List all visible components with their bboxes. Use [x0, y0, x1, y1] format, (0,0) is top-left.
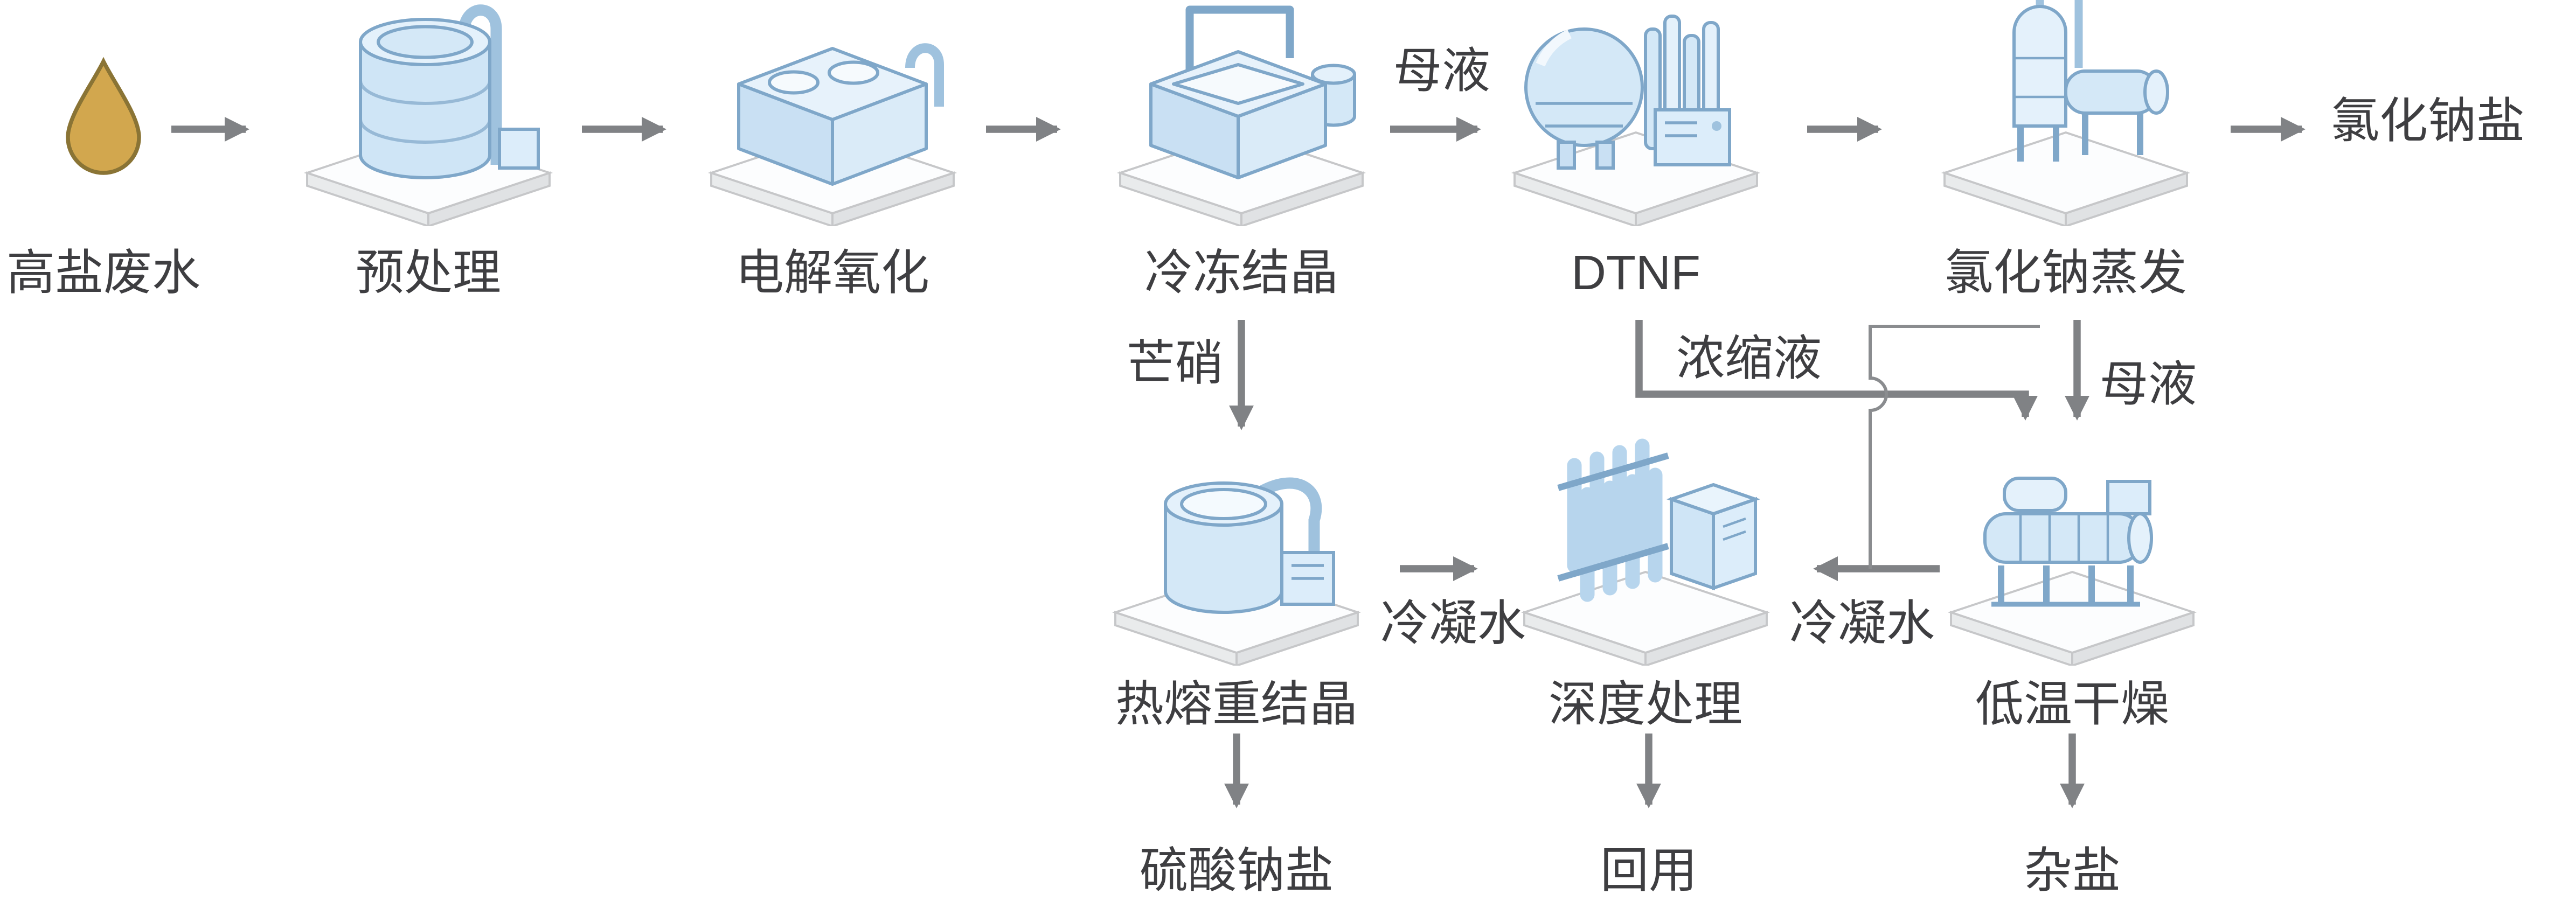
low-temp-drying-label: 低温干燥 [1975, 679, 2169, 732]
node-dtnf: DTNF [1490, 0, 1781, 323]
dtnf-membrane-unit-icon [1513, 15, 1758, 226]
edge-label-condensate-right: 冷凝水 [1789, 598, 1935, 651]
electro-oxidation-cell-icon [710, 43, 955, 226]
nacl-evaporation-label: 氯化钠蒸发 [1945, 247, 2187, 301]
deep-treatment-label: 深度处理 [1549, 679, 1742, 732]
nacl-evaporator-icon [1943, 0, 2188, 226]
node-feed: 高盐废水 [0, 0, 249, 323]
node-hot-melt-recrystallization: 热熔重结晶 [1091, 423, 1382, 763]
edge-label-mother-liquor-top: 母液 [1393, 45, 1490, 99]
node-nacl-evaporation: 氯化钠蒸发 [1920, 0, 2211, 323]
freeze-crystallization-label: 冷冻结晶 [1144, 247, 1338, 301]
output-reuse-label: 回用 [1600, 845, 1697, 898]
deep-treatment-membrane-rack-icon [1523, 438, 1768, 666]
low-temp-dryer-icon [1950, 477, 2195, 666]
edge-label-condensate-left: 冷凝水 [1380, 598, 1526, 651]
output-nacl-salt-label: 氯化钠盐 [2331, 95, 2525, 149]
node-electro-oxidation: 电解氧化 [687, 0, 978, 323]
node-low-temp-drying: 低温干燥 [1927, 423, 2218, 763]
pretreatment-label: 预处理 [356, 247, 501, 301]
water-droplet-icon [66, 57, 141, 175]
output-sodium-sulfate-salt-label: 硫酸钠盐 [1140, 845, 1334, 898]
hot-melt-recrystallization-label: 热熔重结晶 [1115, 679, 1358, 732]
edge-label-mother-liquor-side: 母液 [2100, 359, 2197, 412]
node-deep-treatment: 深度处理 [1500, 423, 1791, 763]
edge-dtnf-to-low-temp-drying [1635, 320, 2038, 421]
node-pretreatment: 预处理 [283, 0, 574, 323]
edge-nacl-evaporation-to-deep-treatment-condensate [1869, 325, 2040, 569]
node-freeze-crystallization: 冷冻结晶 [1096, 0, 1387, 323]
pretreatment-tank-icon [306, 4, 551, 226]
edge-label-mirabilite: 芒硝 [1127, 338, 1224, 391]
hot-melt-kettle-icon [1114, 477, 1359, 666]
electro-oxidation-label: 电解氧化 [735, 247, 929, 301]
dtnf-label: DTNF [1571, 247, 1700, 301]
output-mixed-salt-label: 杂盐 [2024, 845, 2121, 898]
edge-label-concentrate: 浓缩液 [1676, 333, 1822, 386]
feed-label: 高盐废水 [6, 247, 200, 301]
freeze-crystallizer-icon [1119, 5, 1364, 226]
